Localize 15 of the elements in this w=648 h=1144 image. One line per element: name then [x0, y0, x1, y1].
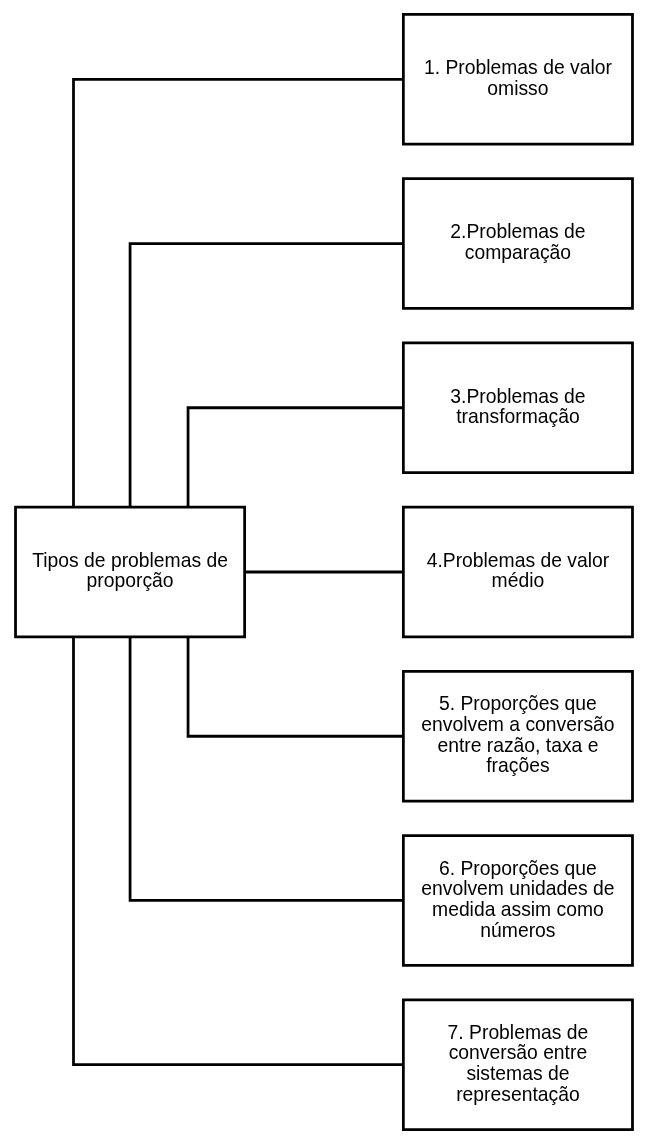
connector: [186, 636, 403, 738]
connector: [186, 406, 403, 508]
connector: [244, 570, 403, 574]
node-box: Tipos de problemas de proporção: [14, 505, 246, 639]
node-box: 5. Proporções que envolvem a conversão entre razão, taxa e frações: [402, 670, 634, 803]
node-box: 4.Problemas de valor médio: [402, 505, 634, 639]
connector: [72, 77, 403, 508]
node-box: 3.Problemas de transformação: [402, 341, 634, 474]
node-box: 7. Problemas de conversão entre sistemas de representação: [402, 998, 634, 1131]
node-box: 1. Problemas de valor omisso: [402, 13, 634, 146]
connector: [72, 636, 403, 1067]
connector: [128, 636, 404, 902]
node-box: 6. Proporções que envolvem unidades de medida assim como números: [402, 834, 634, 967]
connector: [128, 242, 404, 508]
node-box: 2.Problemas de comparação: [402, 177, 634, 310]
